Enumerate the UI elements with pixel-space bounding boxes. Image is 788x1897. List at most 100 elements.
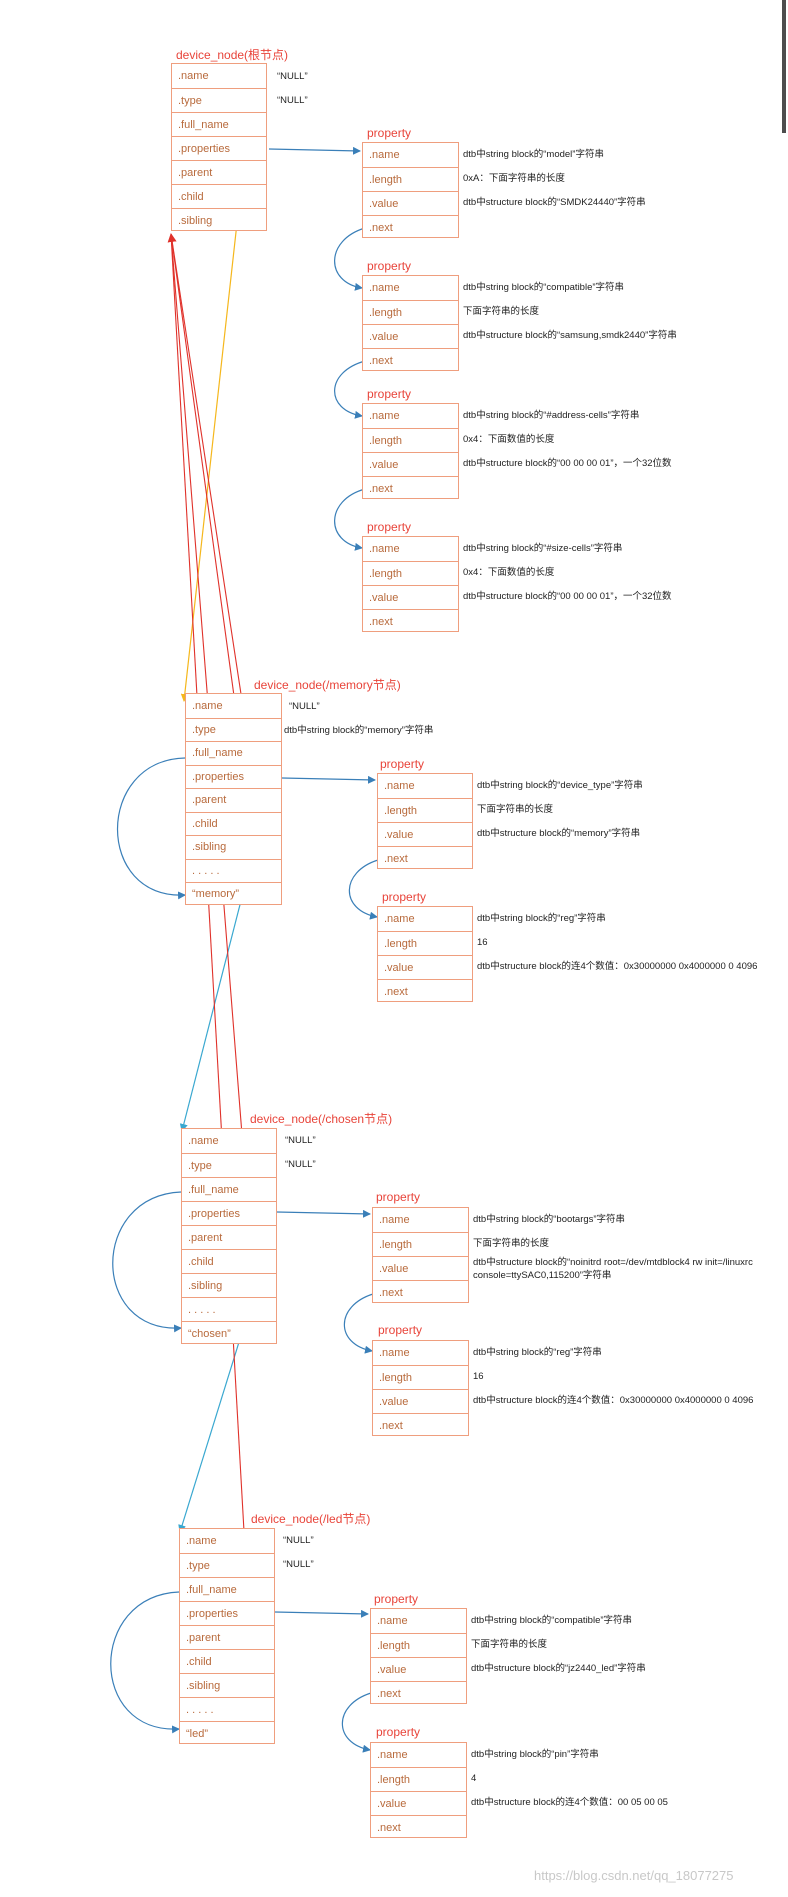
led-property-box-field: .next — [371, 1815, 466, 1839]
chosen-node-box-field: .properties — [182, 1201, 276, 1225]
led-node-box-field: .type — [180, 1553, 274, 1577]
chosen-full-name-loop — [112, 1191, 182, 1333]
chosen-property-desc: 16 — [473, 1371, 484, 1382]
led-node-box-field: .sibling — [180, 1673, 274, 1697]
root-property-desc: 0xA：下面字符串的长度 — [463, 173, 565, 184]
chosen-property-box-field: .name — [379, 1214, 410, 1226]
memory-property-box-field: .name — [384, 780, 415, 792]
led-property-box-field: .name — [377, 1615, 408, 1627]
root-node-box-field: .type — [172, 88, 266, 112]
root-property-title: property — [367, 387, 412, 401]
chosen-node-box-field: . . . . . — [182, 1297, 276, 1321]
root-property-box-field: .next — [363, 215, 458, 239]
led-property-box-field: .next — [371, 1681, 466, 1705]
root-property-box-field: .name — [369, 282, 400, 294]
led-node-box-field: “led” — [180, 1721, 274, 1745]
root-property-box-field: .next — [363, 476, 458, 500]
memory-node-title: device_node(/memory节点) — [254, 678, 401, 692]
led-property-desc: 4 — [471, 1773, 477, 1784]
led-parent-arrow — [170, 233, 251, 1639]
led-properties-link — [274, 1609, 369, 1618]
chosen-next-link — [343, 1293, 374, 1354]
root-property-desc: 0x4：下面数值的长度 — [463, 567, 555, 578]
led-node-box-field: .child — [180, 1649, 274, 1673]
memory-property-box-field: .name — [384, 913, 415, 925]
chosen-property-box-field: .length — [373, 1365, 468, 1389]
led-node-box-field: .name — [186, 1535, 217, 1547]
memory-property-box-field: .length — [378, 931, 472, 955]
memory-property-box-field: .next — [378, 846, 472, 870]
root-property-box: .name.length.value.next — [362, 536, 459, 632]
led-node-title: device_node(/led节点) — [251, 1512, 371, 1526]
chosen-property-desc: 下面字符串的长度 — [473, 1238, 550, 1249]
root-property-box-field: .length — [363, 428, 458, 452]
memory-property-desc: dtb中structure block的“memory”字符串 — [477, 828, 641, 839]
memory-node-box-field: .full_name — [186, 741, 281, 765]
chosen-node-box-field: .child — [182, 1249, 276, 1273]
root-property-box-field: .name — [369, 149, 400, 161]
memory-property-title: property — [382, 890, 427, 904]
chosen-property-title: property — [376, 1190, 421, 1204]
led-property-desc: dtb中structure block的“jz2440_led”字符串 — [471, 1663, 646, 1674]
root-property-desc: dtb中string block的“compatible”字符串 — [463, 282, 625, 293]
chosen-property-box-field: .next — [373, 1413, 468, 1437]
root-property-desc: 下面字符串的长度 — [463, 306, 540, 317]
led-node-box-field: .properties — [180, 1601, 274, 1625]
led-property-box-field: .length — [371, 1767, 466, 1791]
memory-property-desc: dtb中string block的“device_type”字符串 — [477, 780, 643, 791]
led-next-link — [341, 1692, 372, 1753]
chosen-property-box-field: .value — [373, 1389, 468, 1413]
root-next-link-3 — [334, 488, 366, 551]
chosen-node-box: .name.type.full_name.properties.parent.c… — [181, 1128, 277, 1344]
root-property-box-field: .name — [369, 543, 400, 555]
root-property-title: property — [367, 126, 412, 140]
root-property-desc: dtb中string block的“model”字符串 — [463, 149, 604, 160]
root-node-box-field: .child — [172, 184, 266, 208]
memory-next-link — [348, 859, 379, 920]
led-property-desc: dtb中structure block的连4个数值：00 05 00 05 — [471, 1797, 668, 1808]
root-node-box-field: .full_name — [172, 112, 266, 136]
root-node-box-field: .properties — [172, 136, 266, 160]
root-property-title: property — [367, 520, 412, 534]
chosen-property-title: property — [378, 1323, 423, 1337]
memory-property-box-field: .next — [378, 979, 472, 1003]
root-property-desc: dtb中structure block的“00 00 00 01”，一个32位数 — [463, 458, 672, 469]
memory-property-box: .name.length.value.next — [377, 773, 473, 869]
memory-property-box: .name .length.value.next — [377, 906, 473, 1002]
memory-node-box-field: .properties — [186, 764, 281, 789]
chosen-node-box-field: .parent — [182, 1225, 276, 1249]
memory-property-box-field: .value — [378, 955, 472, 979]
memory-node-box-field: “memory” — [186, 882, 281, 906]
root-property-box-field: .length — [363, 561, 458, 585]
chosen-properties-link — [276, 1209, 371, 1218]
memory-property-desc: 16 — [477, 937, 488, 948]
led-property-box-field: .value — [371, 1657, 466, 1681]
chosen-node-title: device_node(/chosen节点) — [250, 1112, 393, 1126]
led-property-box-field: .name — [377, 1749, 408, 1761]
root-child-arrow — [180, 195, 241, 702]
memory-properties-link — [281, 775, 376, 784]
root-property-box-field: .value — [363, 191, 458, 215]
led-property-title: property — [376, 1725, 421, 1739]
chosen-property-desc: dtb中structure block的“noinitrd root=/dev/… — [473, 1257, 753, 1268]
chosen-node-box-field: .type — [182, 1153, 276, 1177]
root-property-box-field: .value — [363, 585, 458, 609]
memory-node-box-field: .child — [186, 811, 281, 836]
root-property-desc: dtb中structure block的“SMDK24440”字符串 — [463, 197, 646, 208]
root-property-title: property — [367, 259, 412, 273]
scrollbar-edge — [782, 0, 786, 133]
chosen-property-box-field: .value — [373, 1256, 468, 1280]
root-node-value: “NULL” — [277, 95, 308, 106]
memory-property-desc: 下面字符串的长度 — [477, 804, 554, 815]
chosen-property-box: .name.length.value.next — [372, 1207, 469, 1303]
led-full-name-loop — [110, 1591, 180, 1734]
led-node-value: “NULL” — [283, 1535, 314, 1546]
root-properties-link — [268, 146, 361, 155]
root-node-box-field: .sibling — [172, 208, 266, 232]
root-property-box-field: .next — [363, 348, 458, 372]
memory-node-value: “NULL” — [289, 701, 320, 712]
root-property-box-field: .length — [363, 300, 458, 324]
chosen-node-box-field: “chosen” — [182, 1321, 276, 1345]
root-node-box-field: .parent — [172, 160, 266, 184]
